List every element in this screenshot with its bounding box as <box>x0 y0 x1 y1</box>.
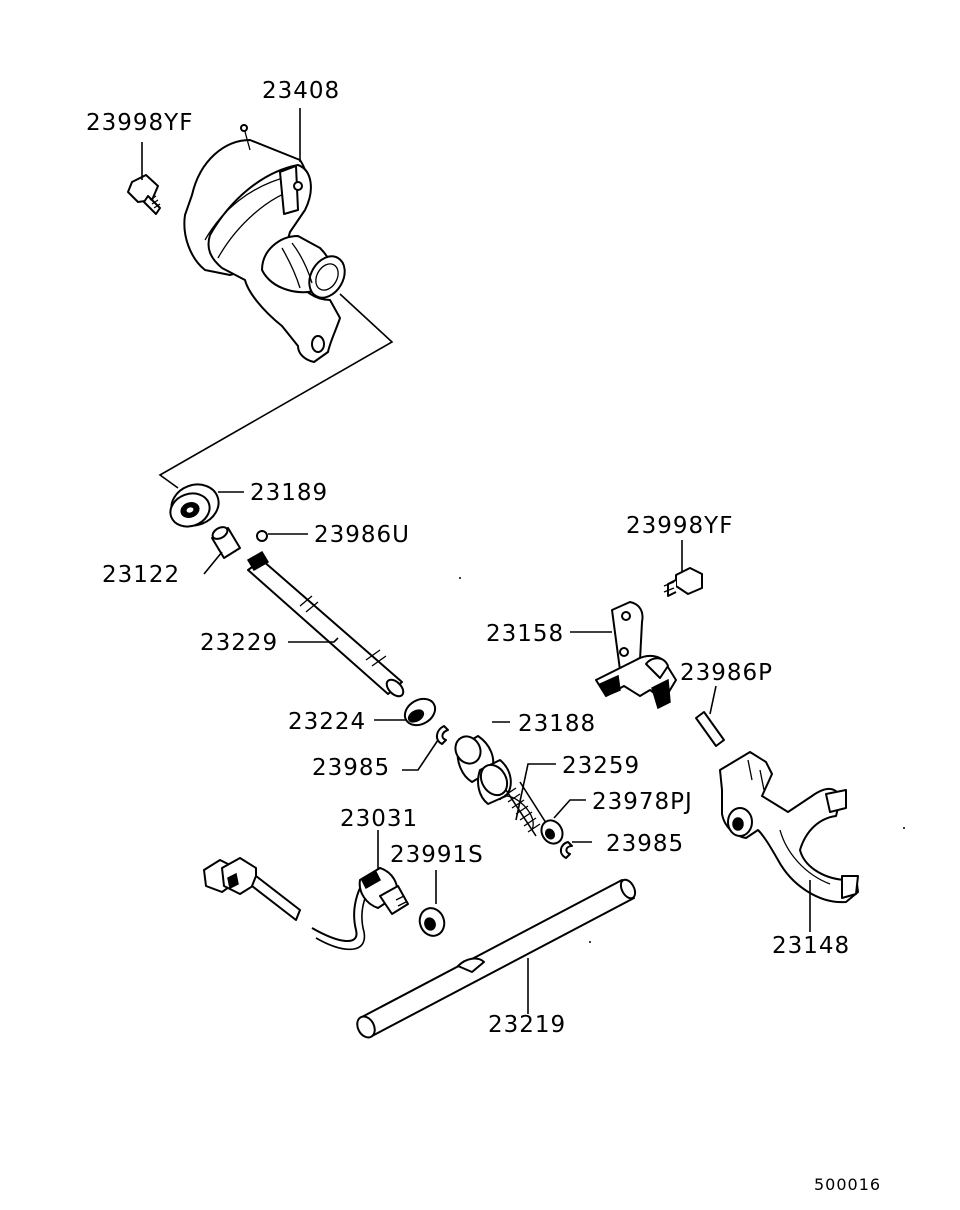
circlip-left-part <box>436 725 449 745</box>
label-23985-right: 23985 <box>606 831 684 857</box>
label-23978pj: 23978PJ <box>592 789 693 815</box>
roll-pin-part <box>695 711 725 747</box>
label-23229: 23229 <box>200 630 278 656</box>
spring-part <box>499 781 549 837</box>
rod-part <box>356 878 637 1039</box>
label-23986p: 23986P <box>680 660 773 686</box>
label-23998yf-top: 23998YF <box>86 110 193 136</box>
switch-part <box>203 857 409 951</box>
oil-seal-part <box>403 697 437 727</box>
part-labels: 23408 23998YF 23189 23986U 23122 23229 2… <box>86 78 881 1194</box>
label-23148: 23148 <box>772 933 850 959</box>
bushing-part <box>211 526 241 559</box>
release-cylinder-part <box>183 124 346 363</box>
label-23259: 23259 <box>562 753 640 779</box>
circlip-right-part <box>560 841 573 859</box>
label-23985-left: 23985 <box>312 755 390 781</box>
bolt-top-part <box>127 174 161 215</box>
gasket-part <box>418 907 446 937</box>
label-23991s: 23991S <box>390 842 484 868</box>
label-23986u: 23986U <box>314 522 410 548</box>
bracket-part <box>595 601 677 710</box>
label-23158: 23158 <box>486 621 564 647</box>
label-23408: 23408 <box>262 78 340 104</box>
label-23122: 23122 <box>102 562 180 588</box>
assembly-guide-line <box>158 293 394 489</box>
label-23188: 23188 <box>518 711 596 737</box>
shift-fork-part <box>719 751 859 904</box>
shaft-part <box>246 550 405 698</box>
reference-number: 500016 <box>814 1175 881 1194</box>
label-23224: 23224 <box>288 709 366 735</box>
pin-part <box>256 530 268 542</box>
washer-part <box>540 819 564 845</box>
piston-part <box>454 735 512 805</box>
bolt-right-part <box>663 567 703 597</box>
leader-lines <box>141 108 811 1014</box>
specks <box>459 577 905 943</box>
release-bearing-part <box>169 483 220 528</box>
label-23189: 23189 <box>250 480 328 506</box>
label-23031: 23031 <box>340 806 418 832</box>
label-23219: 23219 <box>488 1012 566 1038</box>
label-23998yf-right: 23998YF <box>626 513 733 539</box>
